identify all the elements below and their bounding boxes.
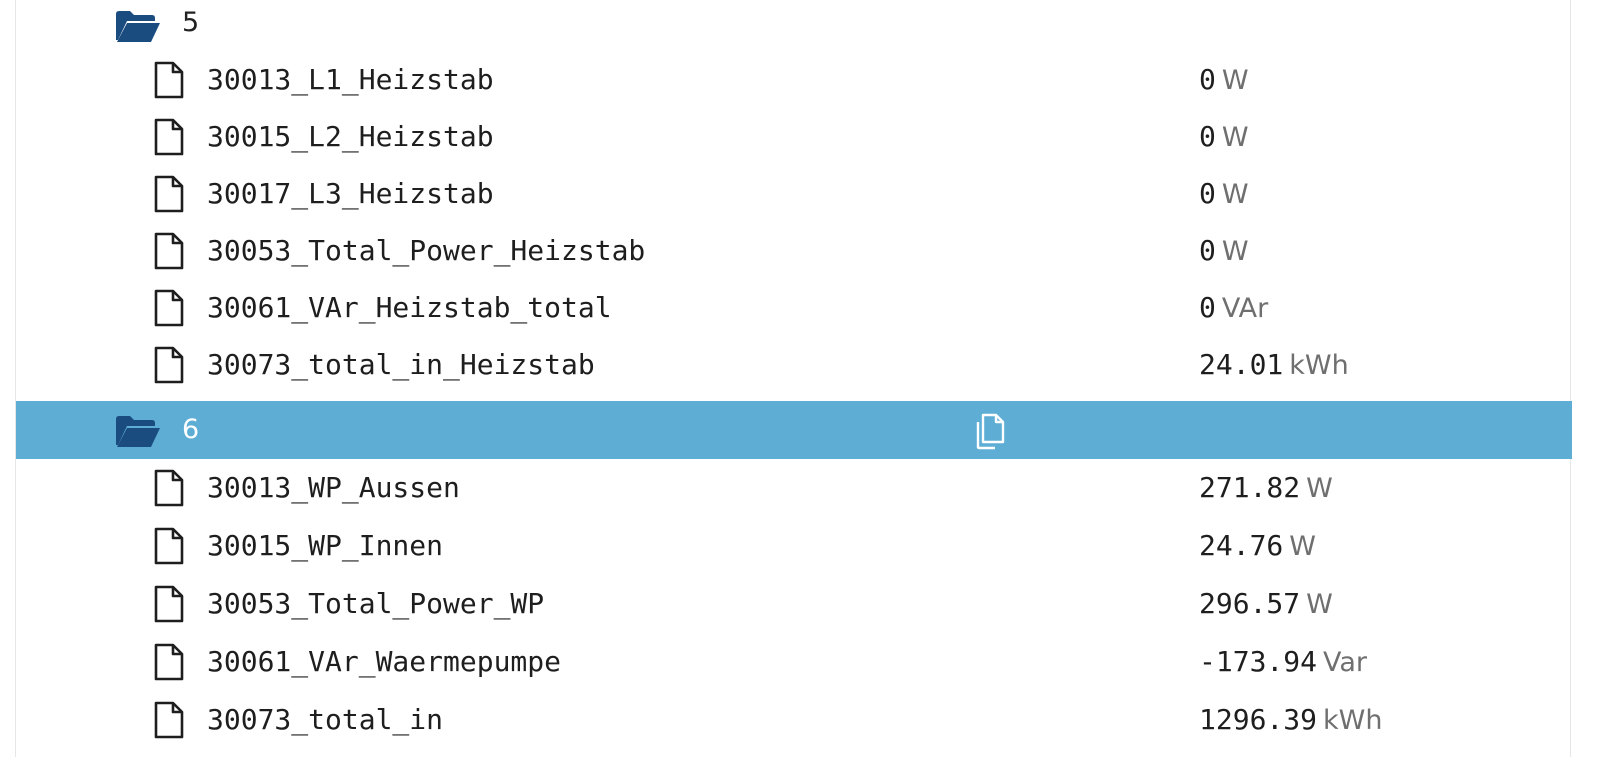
value-number: -173.94	[1199, 645, 1318, 678]
folder-open-icon	[116, 416, 160, 447]
value-unit: VAr	[1221, 293, 1269, 324]
state-name: 30061_VAr_Heizstab_total	[207, 291, 612, 324]
value-unit: W	[1221, 179, 1249, 210]
value-unit: W	[1289, 531, 1316, 562]
value-unit: Var	[1323, 647, 1368, 678]
file-icon	[154, 118, 184, 156]
state-name: 30073_total_in	[207, 703, 444, 736]
tree-folder-5[interactable]: 5	[16, 0, 1572, 58]
file-icon	[154, 701, 184, 739]
value-number: 0	[1199, 234, 1216, 267]
value-number: 0	[1199, 291, 1216, 324]
value-number: 0	[1199, 177, 1216, 210]
state-name: 30015_L2_Heizstab	[207, 120, 494, 153]
state-name: 30053_Total_Power_Heizstab	[207, 234, 646, 267]
file-icon	[154, 175, 184, 213]
state-name: 30053_Total_Power_WP	[207, 587, 545, 620]
value-unit: kWh	[1289, 350, 1349, 381]
folder-label: 5	[182, 7, 200, 38]
copy-icon[interactable]	[973, 412, 1007, 450]
tree-folder-6[interactable]: 6	[16, 401, 1572, 459]
value-number: 0	[1199, 120, 1216, 153]
value-number: 1296.39	[1199, 703, 1318, 736]
value-number: 24.01	[1199, 348, 1284, 381]
file-icon	[154, 289, 184, 327]
value-number: 271.82	[1199, 471, 1301, 504]
value-number: 296.57	[1199, 587, 1301, 620]
folder-label: 6	[182, 414, 200, 445]
file-icon	[154, 527, 184, 565]
value-unit: W	[1306, 589, 1333, 620]
state-name: 30073_total_in_Heizstab	[207, 348, 595, 381]
value-unit: kWh	[1323, 705, 1383, 736]
state-name: 30013_WP_Aussen	[207, 471, 460, 504]
state-name: 30061_VAr_Waermepumpe	[207, 645, 562, 678]
value-number: 0	[1199, 63, 1216, 96]
file-icon	[154, 585, 184, 623]
value-unit: W	[1221, 122, 1249, 153]
value-number: 24.76	[1199, 529, 1284, 562]
file-icon	[154, 232, 184, 270]
file-icon	[154, 469, 184, 507]
folder-open-icon	[116, 11, 160, 42]
state-name: 30015_WP_Innen	[207, 529, 444, 562]
state-name: 30013_L1_Heizstab	[207, 63, 494, 96]
value-unit: W	[1306, 473, 1333, 504]
file-icon	[154, 346, 184, 384]
file-icon	[154, 61, 184, 99]
file-icon	[154, 643, 184, 681]
value-unit: W	[1221, 65, 1249, 96]
state-name: 30017_L3_Heizstab	[207, 177, 494, 210]
value-unit: W	[1221, 236, 1249, 267]
